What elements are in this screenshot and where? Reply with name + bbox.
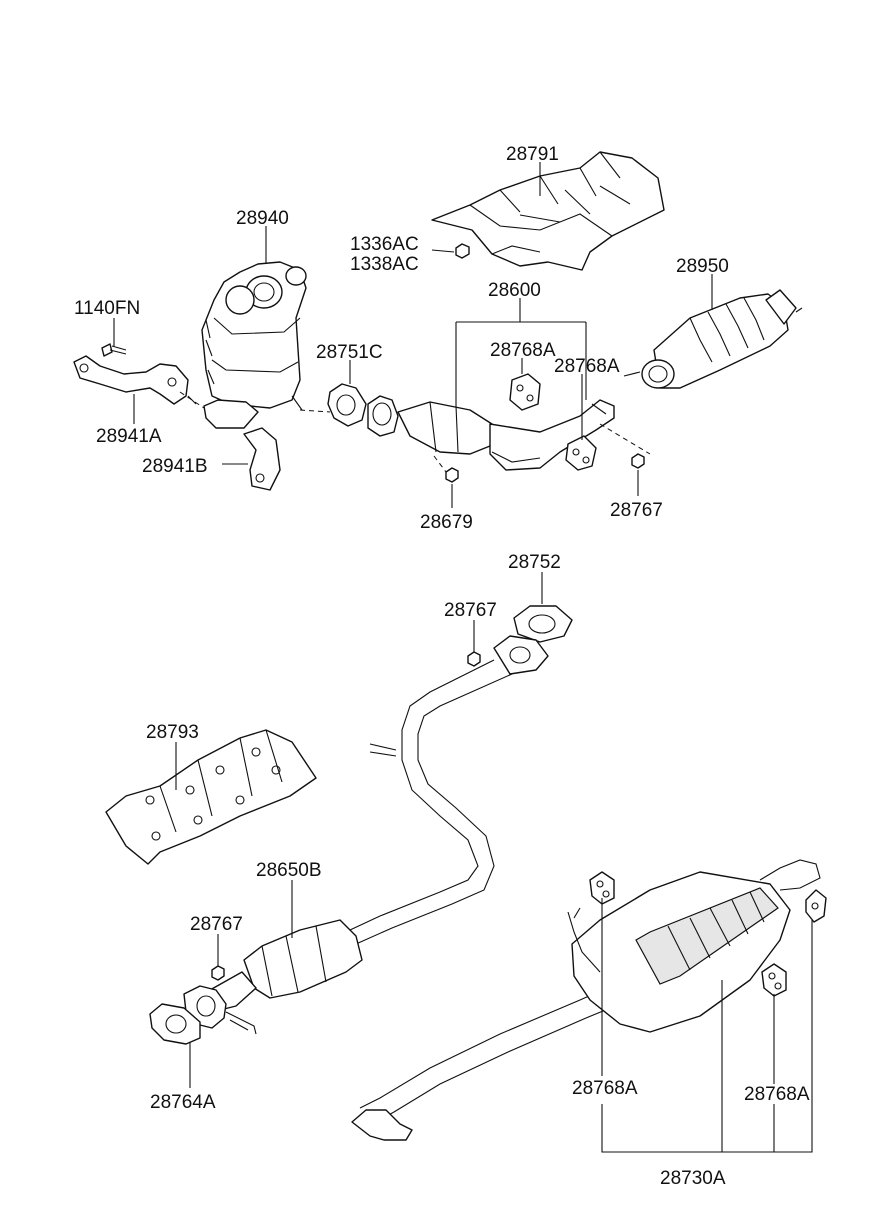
label-28730a: 28730A <box>660 1168 726 1189</box>
gasket-28751c <box>327 383 367 427</box>
label-28751c: 28751C <box>316 342 383 363</box>
muffler-assembly <box>351 859 821 1141</box>
gasket-28764a <box>149 1003 201 1045</box>
label-28768a-2: 28768A <box>554 356 620 377</box>
hanger-muffler-right <box>805 889 827 923</box>
label-28767-3: 28767 <box>190 914 243 935</box>
hanger-28768a-lower-right <box>761 963 787 997</box>
label-28768a-3: 28768A <box>572 1078 638 1099</box>
heat-shield-upper <box>431 151 665 271</box>
heat-shield-center <box>105 729 317 865</box>
center-pipe <box>349 635 549 945</box>
exhaust-manifold <box>201 261 307 429</box>
label-1140fn: 1140FN <box>74 298 140 319</box>
label-28941b: 28941B <box>142 456 208 477</box>
label-28764a: 28764A <box>150 1092 216 1113</box>
catalytic-converter-front <box>623 289 803 389</box>
label-28768a-4: 28768A <box>744 1084 810 1105</box>
nut-28679 <box>445 467 459 483</box>
label-28679: 28679 <box>420 512 473 533</box>
label-1338ac: 1338AC <box>350 254 419 275</box>
label-28940: 28940 <box>236 208 289 229</box>
label-28793: 28793 <box>146 722 199 743</box>
leader-lines <box>113 162 813 1153</box>
label-28791: 28791 <box>506 144 559 165</box>
hanger-28768a-top-right <box>565 435 597 471</box>
hanger-28768a-top-left <box>509 373 541 411</box>
front-pipe <box>367 395 615 471</box>
hanger-28768a-lower-left <box>589 871 615 905</box>
nut-28767-top <box>631 453 645 469</box>
label-28950: 28950 <box>676 256 729 277</box>
bolt-1140fn <box>101 343 127 357</box>
label-28768a-1: 28768A <box>490 340 556 361</box>
label-28767-2: 28767 <box>444 600 497 621</box>
part-labels: 28791 28940 1336AC 1338AC 28950 1140FN 2… <box>74 144 810 1189</box>
bracket-28941b <box>243 427 281 491</box>
label-28752: 28752 <box>508 552 561 573</box>
label-28941a: 28941A <box>96 426 162 447</box>
gasket-28752 <box>513 605 573 643</box>
label-1336ac: 1336AC <box>350 234 419 255</box>
bracket-28941a <box>73 355 197 405</box>
nut-1336ac <box>455 243 470 259</box>
label-28650b: 28650B <box>256 860 322 881</box>
label-28767-1: 28767 <box>610 500 663 521</box>
nut-28767-mid <box>467 651 481 667</box>
nut-28767-lower <box>211 965 225 981</box>
label-28600: 28600 <box>488 280 541 301</box>
